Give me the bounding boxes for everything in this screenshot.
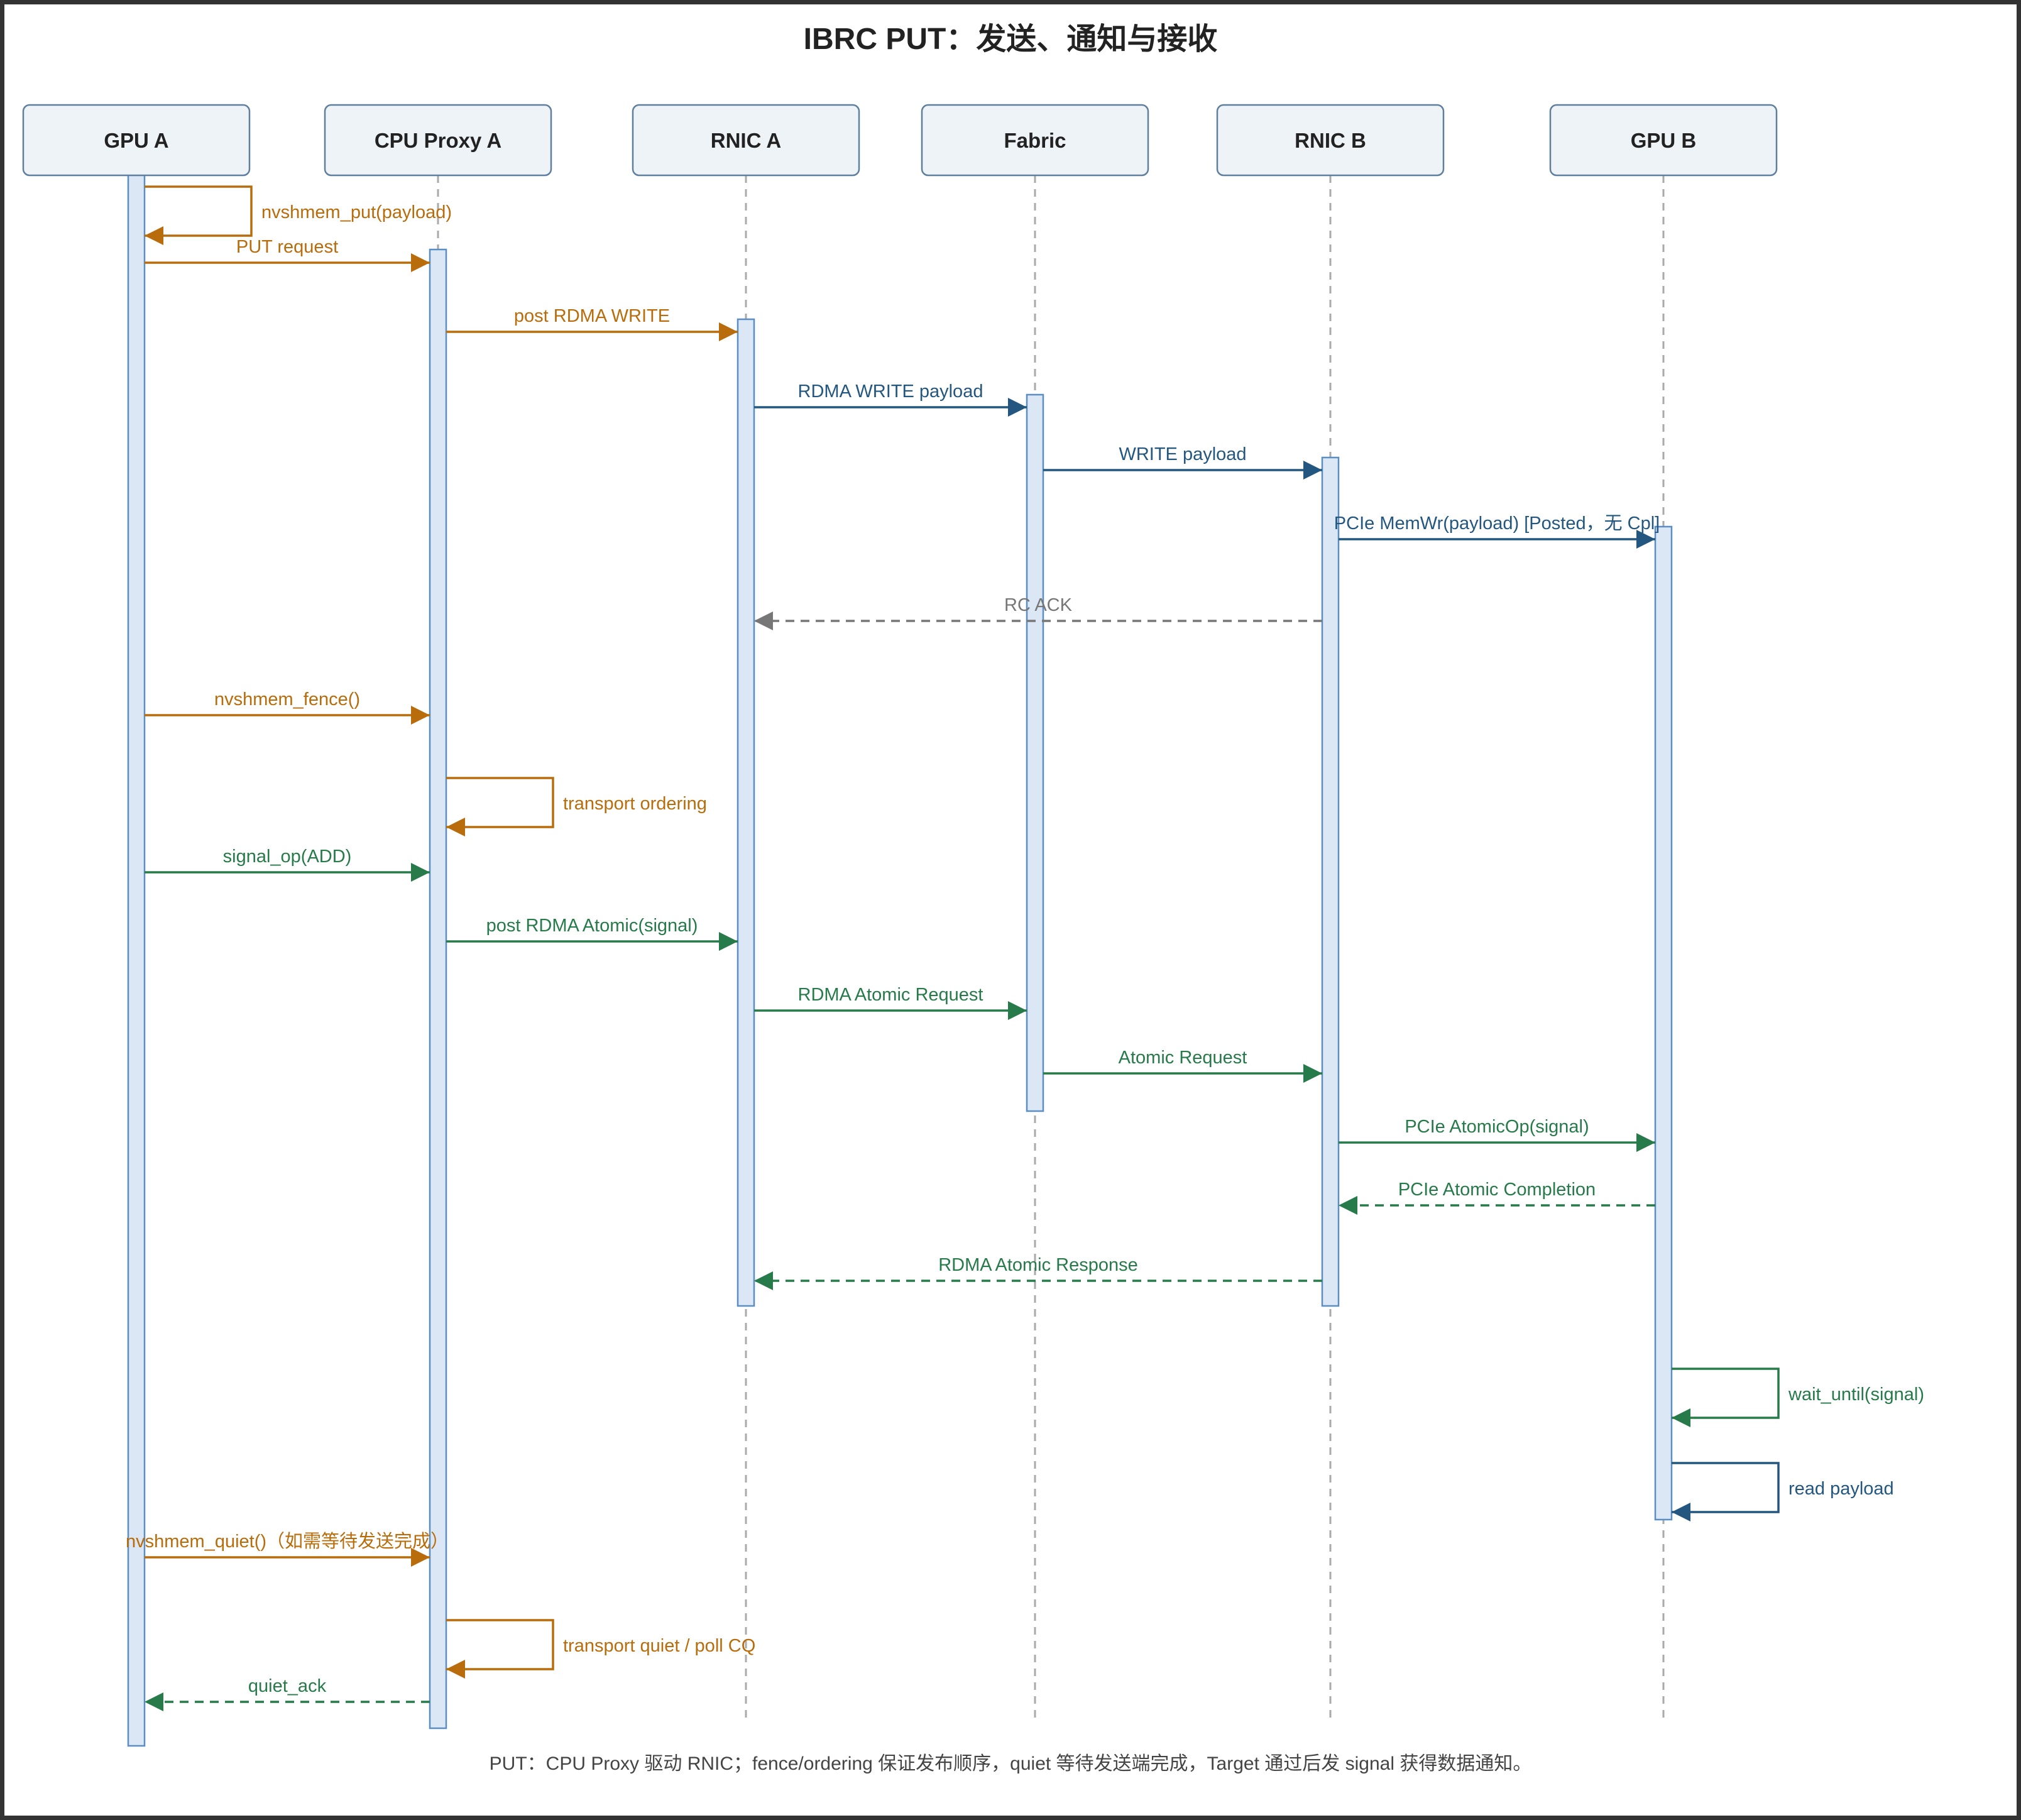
message-label: wait_until(signal) [1788,1384,1924,1405]
message-label: RC ACK [1004,595,1073,615]
participant-gpub: GPU B [1549,104,1778,177]
participant-rnica: RNIC A [632,104,860,177]
message-arrow [1672,1462,1780,1521]
message-13: Atomic Request [1043,1048,1322,1083]
message-1: nvshmem_put(payload) [145,185,452,245]
message-label: signal_op(ADD) [223,847,352,867]
message-21: quiet_ack [145,1676,430,1711]
message-12: RDMA Atomic Request [754,985,1027,1020]
activation-bar-gpub [1654,525,1673,1521]
diagram-title: IBRC PUT：发送、通知与接收 [804,23,1218,56]
participant-cpua: CPU Proxy A [324,104,552,177]
message-label: nvshmem_put(payload) [261,202,452,222]
participant-label: CPU Proxy A [375,129,501,152]
message-2: PUT request [145,237,430,272]
message-label: post RDMA Atomic(signal) [486,916,698,936]
activation-bar-cpua [429,248,447,1730]
message-20: transport quiet / poll CQ [446,1619,755,1679]
message-3: post RDMA WRITE [446,306,738,341]
message-label: WRITE payload [1119,444,1246,464]
participants: GPU A CPU Proxy A RNIC A Fabric RNIC B GPU B [22,104,1778,177]
participant-label: GPU A [104,129,168,152]
message-18: read payload [1672,1462,1894,1521]
message-15: PCIe Atomic Completion [1339,1180,1655,1215]
activation-bar-rnicb [1321,456,1340,1307]
participant-label: GPU B [1631,129,1697,152]
activation-bars [127,166,1673,1747]
message-7: RC ACK [754,595,1322,630]
message-label: Atomic Request [1119,1048,1247,1068]
participant-label: Fabric [1004,129,1066,152]
message-5: WRITE payload [1043,444,1322,480]
message-label: post RDMA WRITE [514,306,670,326]
message-6: PCIe MemWr(payload) [Posted，无 Cpl] [1334,513,1660,549]
message-17: wait_until(signal) [1672,1368,1924,1427]
activation-bar-gpua [127,166,146,1747]
message-4: RDMA WRITE payload [754,381,1027,417]
message-label: PUT request [236,237,338,257]
message-arrow [446,1619,554,1679]
message-label: RDMA Atomic Response [938,1255,1138,1275]
message-arrow [446,777,554,836]
participant-gpua: GPU A [22,104,251,177]
message-14: PCIe AtomicOp(signal) [1339,1117,1655,1152]
diagram-footer-note: PUT：CPU Proxy 驱动 RNIC；fence/ordering 保证发… [490,1753,1532,1774]
participant-fabric: Fabric [921,104,1149,177]
message-label: PCIe AtomicOp(signal) [1405,1117,1589,1137]
message-8: nvshmem_fence() [145,689,430,725]
message-19: nvshmem_quiet()（如需等待发送完成） [126,1531,449,1567]
message-label: transport ordering [563,794,707,814]
message-label: RDMA Atomic Request [798,985,983,1005]
message-10: signal_op(ADD) [145,847,430,882]
message-9: transport ordering [446,777,707,836]
message-16: RDMA Atomic Response [754,1255,1322,1290]
activation-bar-fabric [1026,393,1044,1112]
message-11: post RDMA Atomic(signal) [446,916,738,951]
message-arrow [145,185,253,245]
messages: nvshmem_put(payload) PUT request post RDMA… [126,185,1924,1711]
message-label: nvshmem_fence() [214,689,360,710]
message-label: RDMA WRITE payload [798,381,983,402]
message-label: PCIe Atomic Completion [1398,1180,1596,1200]
message-arrow [1672,1368,1780,1427]
message-label: nvshmem_quiet()（如需等待发送完成） [126,1531,449,1552]
message-label: read payload [1788,1479,1894,1499]
participant-label: RNIC A [711,129,781,152]
participant-label: RNIC B [1295,129,1366,152]
message-label: transport quiet / poll CQ [563,1636,755,1656]
activation-bar-rnica [737,318,755,1307]
participant-rnicb: RNIC B [1216,104,1445,177]
message-label: PCIe MemWr(payload) [Posted，无 Cpl] [1334,513,1660,534]
message-label: quiet_ack [248,1676,327,1696]
